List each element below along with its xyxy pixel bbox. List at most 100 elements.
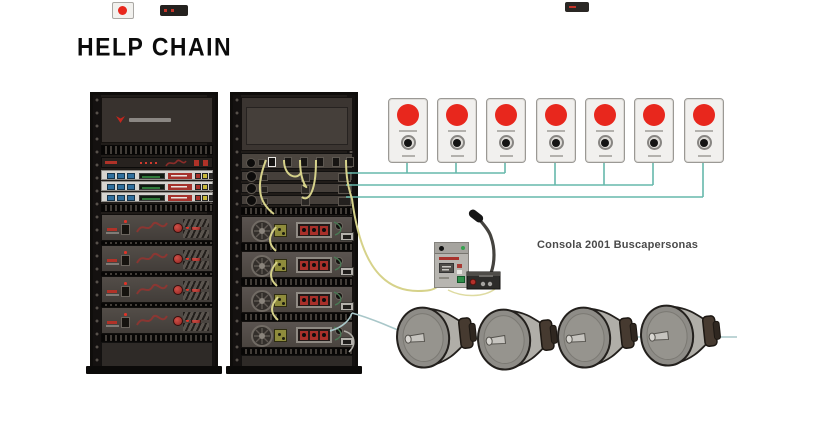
emergency-button [545, 104, 567, 126]
signature-logo-icon [136, 283, 168, 295]
terminal [310, 295, 318, 305]
console-logo [439, 257, 459, 260]
vent-strip [241, 348, 353, 355]
xlr-connector-icon [246, 170, 257, 182]
amplifier-rear [241, 251, 354, 278]
label-blur [450, 155, 464, 157]
led [155, 162, 157, 164]
label-blur [401, 155, 415, 157]
vent-grille [183, 292, 209, 300]
terminal [300, 225, 308, 235]
label-blur [448, 130, 466, 132]
button [194, 160, 199, 166]
yellow-button [202, 172, 208, 179]
emergency-button [446, 104, 468, 126]
artifact-red-dash [569, 6, 576, 8]
emergency-button [693, 104, 715, 126]
emergency-button [495, 104, 517, 126]
console-top-strip [435, 243, 468, 254]
small-port [261, 197, 268, 205]
label-blur [497, 130, 515, 132]
gain-knob [173, 223, 183, 233]
terminal [310, 225, 318, 235]
patch-port [284, 157, 292, 167]
call-station-1 [388, 98, 428, 163]
front-rack [90, 92, 218, 374]
bus-out-port [338, 184, 351, 194]
artifact-red-dot [171, 9, 174, 12]
rear-rack [230, 92, 358, 374]
horn-speaker-3 [557, 302, 641, 370]
label-blur [399, 130, 417, 132]
xlr-connector-icon [246, 194, 257, 206]
red-button [457, 264, 462, 268]
rack-rail [93, 95, 101, 371]
terminal [300, 330, 308, 340]
label-blur [479, 275, 493, 277]
brand-text-blur [129, 118, 171, 122]
module-display [139, 172, 165, 179]
top-edge-artifact [565, 2, 589, 12]
signal-led [186, 319, 189, 322]
gain-knob [173, 285, 183, 295]
speaker-terminal [274, 259, 287, 272]
vent-strip [101, 241, 213, 245]
barrier-strip [296, 327, 332, 343]
amplifier-front [101, 214, 213, 241]
vent-strip [101, 334, 213, 342]
controller-logo [105, 161, 117, 164]
paging-console [434, 242, 469, 288]
amplifier-rear [241, 286, 354, 313]
vent-strip [241, 278, 353, 286]
speaker-grille-icon [439, 245, 444, 251]
vent-strip [101, 204, 213, 212]
vent-strip [101, 272, 213, 276]
reset-button [548, 135, 564, 150]
amp-text-blur [106, 294, 119, 296]
dark-button [209, 194, 213, 201]
label-blur [697, 155, 711, 157]
bus-1-wire [346, 161, 506, 174]
label-blur [598, 155, 612, 157]
call-station-7 [684, 98, 724, 163]
artifact-red-dot [164, 9, 167, 12]
barrier-strip [296, 292, 332, 308]
blue-button [127, 194, 135, 201]
vent-grille [183, 261, 209, 269]
amp-logo [107, 259, 117, 262]
patch-port [346, 157, 354, 167]
bus-out-port [338, 196, 351, 206]
patch-port [332, 157, 340, 167]
round-connector [335, 222, 343, 230]
mid-connector [301, 172, 310, 182]
vent-strip [241, 243, 353, 251]
gain-knob [173, 254, 183, 264]
matrix-module [101, 181, 213, 191]
rear-top-panel-inset [246, 107, 348, 145]
vent-strip [241, 313, 353, 321]
small-port [258, 158, 265, 166]
amp-text-blur [106, 325, 119, 327]
mid-connector [301, 184, 310, 194]
terminal [320, 295, 328, 305]
red-button [195, 172, 201, 179]
power-led [124, 313, 127, 316]
console-label: Consola 2001 Buscapersonas [537, 239, 699, 251]
vent-grille [183, 250, 209, 258]
terminal [310, 330, 318, 340]
terminal [310, 260, 318, 270]
amp-logo [107, 228, 117, 231]
amplifier-rear [241, 321, 354, 348]
status-led [461, 246, 465, 250]
page-title: HELP CHAIN [77, 32, 233, 61]
blue-button [117, 172, 125, 179]
bus-2-wire [346, 161, 654, 186]
barrier-strip [296, 257, 332, 273]
label-blur [547, 130, 565, 132]
gooseneck-microphone [466, 209, 501, 290]
io-row-2 [241, 182, 353, 194]
round-connector [335, 257, 343, 265]
rear-top-panel [241, 97, 353, 151]
reset-button [646, 135, 662, 150]
io-row-1 [241, 170, 353, 182]
